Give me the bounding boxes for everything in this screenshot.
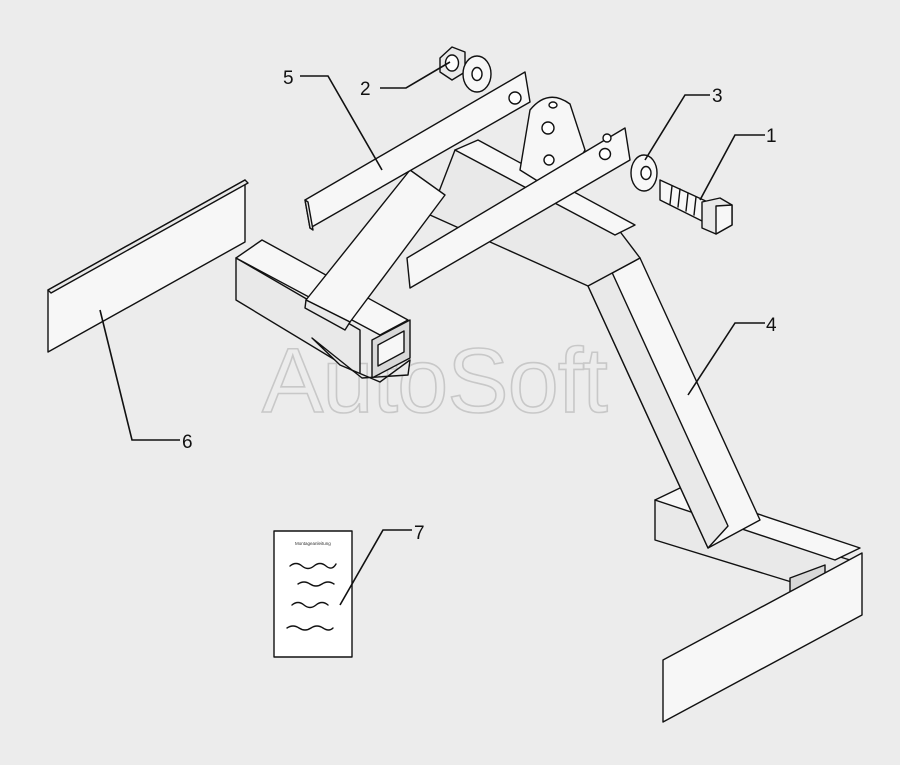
callout-1: 1 (766, 126, 777, 147)
callout-4: 4 (766, 315, 777, 336)
leader-1 (699, 134, 765, 201)
callout-6: 6 (182, 432, 193, 453)
leader-5 (300, 75, 383, 171)
callout-5: 5 (283, 68, 294, 89)
instruction-sheet-heading: Montageanleitung (295, 541, 331, 546)
hex-nut-part-2 (439, 46, 492, 93)
leader-4 (687, 322, 765, 396)
leader-7 (339, 529, 412, 606)
callout-3: 3 (712, 86, 723, 107)
leader-lines (99, 61, 765, 606)
washer-part-3 (630, 154, 658, 192)
instruction-sheet-part-7: Montageanleitung (273, 530, 353, 658)
hex-bolt-part-1 (659, 179, 733, 235)
leader-2 (380, 61, 451, 89)
callout-7: 7 (414, 523, 425, 544)
frame-bracket-part-4 (235, 96, 863, 723)
callout-2: 2 (360, 79, 371, 100)
flat-bar-part-5 (304, 71, 631, 289)
leader-6 (99, 309, 180, 441)
plate-part-6 (47, 179, 249, 353)
leader-3 (644, 94, 710, 161)
